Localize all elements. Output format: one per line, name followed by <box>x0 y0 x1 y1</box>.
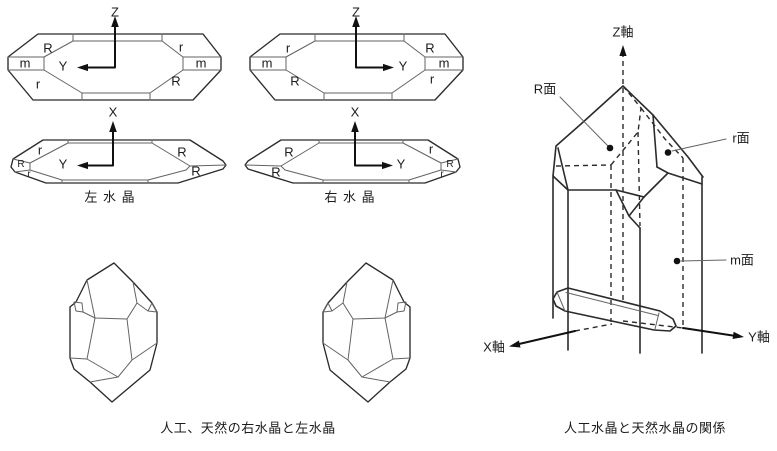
axis-y-label: Y <box>58 156 68 172</box>
axis-z-axis-label: Z軸 <box>612 24 634 40</box>
axis-x-label: X <box>108 104 118 120</box>
face-label-R: R <box>425 40 435 56</box>
face-R-marker-dot <box>606 144 614 152</box>
right-quartz-caption: 右 水 晶 <box>324 189 376 205</box>
face-r-label: r面 <box>732 130 750 146</box>
face-label-r: r <box>429 71 435 87</box>
left-quartz-caption: 左 水 晶 <box>84 189 136 205</box>
right-quartz-z-view-drawing <box>249 16 464 101</box>
face-label-R: R <box>271 164 281 180</box>
axis-x-label: X <box>350 104 360 120</box>
face-label-r: r <box>35 76 41 92</box>
axis-z-label: Z <box>352 4 360 20</box>
face-label-m: m <box>195 55 207 71</box>
relation-caption: 人工水晶と天然水晶の関係 <box>563 420 727 436</box>
face-label-m: m <box>438 55 450 71</box>
axis-y-label: Y <box>58 58 68 74</box>
crystal-drawing-right <box>322 262 411 403</box>
relation-crystal-drawing <box>509 45 744 354</box>
face-label-m: m <box>19 55 31 71</box>
face-label-r: r <box>178 39 184 55</box>
face-label-R: R <box>17 159 25 170</box>
face-label-R: R <box>290 73 300 89</box>
face-r-marker-dot <box>664 149 672 156</box>
face-label-R: R <box>43 40 53 56</box>
left-quartz-z-view-drawing <box>7 16 222 101</box>
face-label-m: m <box>261 55 273 71</box>
face-label-R: R <box>446 159 454 170</box>
face-label-r: r <box>428 141 434 157</box>
face-label-R: R <box>284 144 294 160</box>
right-quartz-x-view-drawing <box>244 121 461 184</box>
axis-y-label: Y <box>398 58 408 74</box>
axis-z-label: Z <box>111 4 119 20</box>
face-label-R: R <box>171 73 181 89</box>
axis-x-axis-label: X軸 <box>483 339 505 355</box>
face-label-r: r <box>285 40 291 56</box>
face-label-R: R <box>177 144 187 160</box>
face-label-r: r <box>37 142 43 158</box>
axis-y-label: Y <box>396 156 406 172</box>
face-m-marker-dot <box>673 257 681 265</box>
face-label-r: r <box>440 169 444 180</box>
face-label-r: r <box>27 169 31 180</box>
face-label-R: R <box>191 163 201 179</box>
crystal-drawing-left <box>69 262 158 403</box>
pair-caption: 人工、天然の右水晶と左水晶 <box>160 420 336 436</box>
face-R-label: R面 <box>533 81 557 97</box>
axis-y-axis-label: Y軸 <box>748 329 770 345</box>
face-m-label: m面 <box>730 252 754 268</box>
left-quartz-x-view-drawing <box>10 121 227 184</box>
